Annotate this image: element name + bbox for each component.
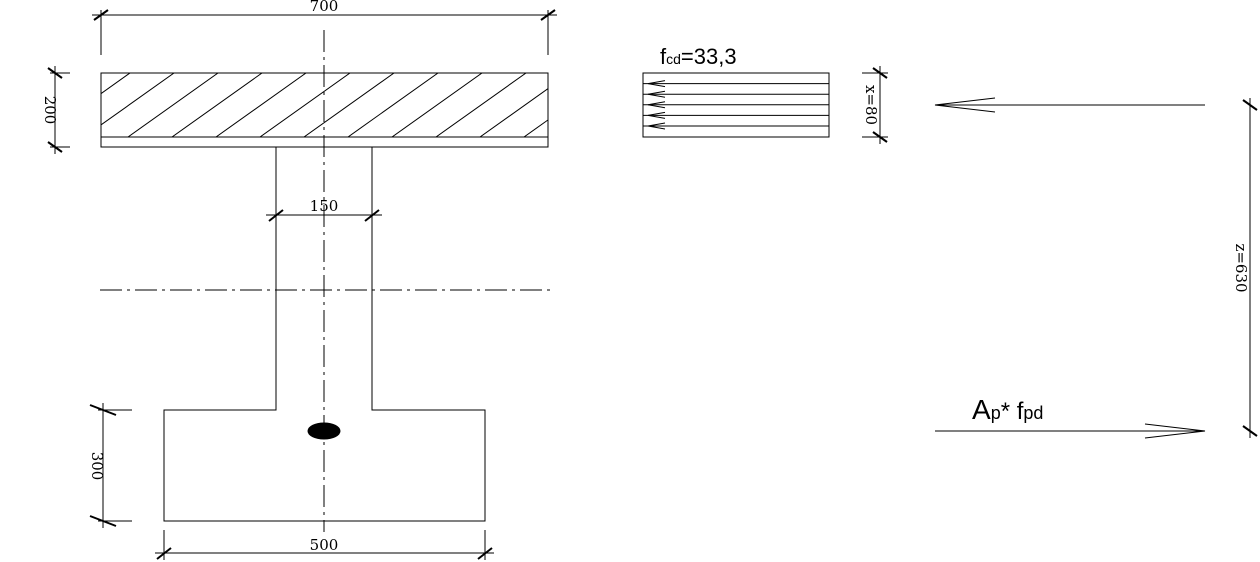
- svg-text:500: 500: [310, 536, 339, 554]
- hatch-line: [479, 88, 548, 137]
- hatch-line: [101, 73, 175, 126]
- dimension-z: z=630: [1232, 98, 1258, 438]
- compression-hatch: [101, 73, 548, 137]
- compression-force-arrow: [934, 97, 1205, 113]
- stress-arrow: [647, 101, 666, 109]
- hatch-line: [127, 73, 219, 137]
- hatch-line: [347, 73, 439, 137]
- hatch-line: [215, 73, 307, 137]
- hatch-line: [101, 73, 131, 95]
- tension-force-label: Ap* fpd: [972, 394, 1043, 425]
- svg-text:x=80: x=80: [862, 85, 880, 125]
- dimension-500: 500: [155, 530, 494, 560]
- tendon: [307, 422, 341, 440]
- stress-block: [642, 72, 830, 138]
- svg-text:z=630: z=630: [1232, 243, 1250, 292]
- hatch-line: [435, 73, 527, 137]
- hatch-line: [259, 73, 351, 137]
- dimension-x: x=80: [862, 66, 888, 144]
- stress-arrow: [647, 122, 666, 130]
- stress-arrow: [647, 80, 666, 88]
- svg-text:700: 700: [310, 0, 339, 15]
- hatch-line: [391, 73, 483, 137]
- stress-arrow: [647, 90, 666, 98]
- dimension-700: 700: [92, 0, 557, 55]
- svg-text:150: 150: [310, 197, 339, 215]
- dimension-200: 200: [41, 66, 70, 154]
- hatch-line: [171, 73, 263, 137]
- dimension-150: 150: [266, 197, 382, 222]
- svg-text:200: 200: [41, 96, 59, 125]
- stress-arrow: [647, 111, 666, 119]
- hatch-line: [303, 73, 395, 137]
- dimension-300: 300: [88, 403, 132, 528]
- fcd-label: fcd=33,3: [660, 44, 737, 69]
- tension-force-arrow: [935, 423, 1206, 439]
- svg-text:300: 300: [88, 452, 106, 481]
- hatch-line: [523, 119, 548, 137]
